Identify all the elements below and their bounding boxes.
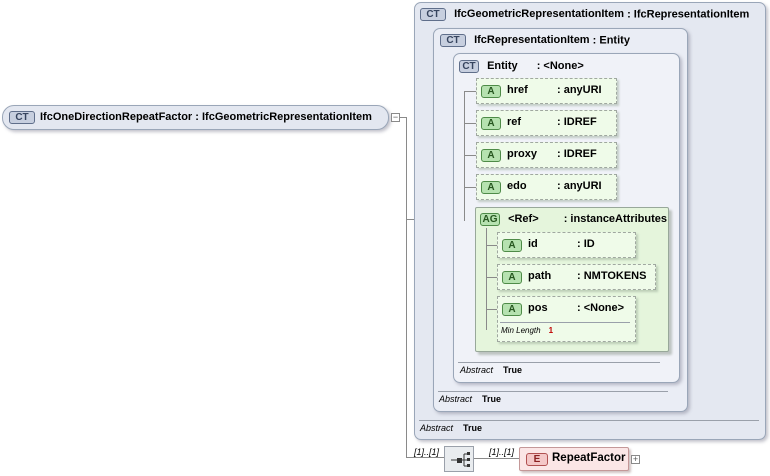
root-type-label: IfcOneDirectionRepeatFactor : IfcGeometr…	[40, 111, 372, 123]
complex-type-icon: CT	[440, 34, 466, 47]
connector-group-id	[486, 245, 497, 246]
attribute-group-name: <Ref>	[508, 213, 539, 226]
abstract-value: True	[463, 423, 483, 433]
ct-outer-title: CT IfcGeometricRepresentationItem : IfcR…	[420, 8, 749, 21]
attribute-proxy[interactable]: A proxy : IDREF	[476, 142, 617, 168]
attribute-group-title: AG <Ref> : instanceAttributes	[480, 213, 667, 226]
attribute-type: : anyURI	[557, 84, 602, 96]
attribute-name: ref	[507, 116, 522, 128]
attribute-type: : ID	[577, 238, 595, 250]
connector-trunk	[406, 117, 407, 458]
complex-type-icon: CT	[459, 60, 479, 73]
attribute-ref[interactable]: A ref : IDREF	[476, 110, 617, 136]
attribute-group-icon: AG	[480, 213, 500, 226]
attribute-href[interactable]: A href : anyURI	[476, 78, 617, 104]
facet-value: 1	[548, 326, 554, 335]
ct-middle-divider	[438, 391, 668, 392]
attribute-icon: A	[481, 85, 501, 98]
ct-middle-abstract: Abstract True	[439, 394, 501, 404]
abstract-value: True	[503, 365, 523, 375]
attribute-path[interactable]: A path : NMTOKENS	[497, 264, 656, 290]
ct-middle-type: : Entity	[592, 34, 630, 47]
attribute-icon: A	[481, 149, 501, 162]
abstract-value: True	[482, 394, 502, 404]
attribute-type: : IDREF	[557, 116, 597, 128]
abstract-label: Abstract	[420, 423, 454, 433]
element-repeat-factor[interactable]: E RepeatFactor	[519, 447, 629, 471]
ct-inner-abstract: Abstract True	[460, 365, 522, 375]
ct-outer-type: : IfcRepresentationItem	[627, 8, 750, 21]
attribute-pos-divider	[500, 322, 630, 323]
facet-label: Min Length	[501, 326, 541, 335]
ct-middle-title: CT IfcRepresentationItem : Entity	[440, 34, 630, 47]
connector-attr-proxy	[464, 155, 476, 156]
connector-attr-trunk	[464, 91, 465, 221]
attribute-type: : IDREF	[557, 148, 597, 160]
attribute-pos[interactable]: A pos : <None> Min Length 1	[497, 296, 636, 342]
ct-inner-name: Entity	[487, 60, 518, 73]
ct-inner-type: : <None>	[536, 60, 584, 73]
attribute-name: path	[528, 270, 552, 282]
sequence-icon	[451, 452, 470, 467]
attribute-icon: A	[481, 181, 501, 194]
sequence-compositor[interactable]	[444, 446, 474, 472]
connector-attr-edo	[464, 187, 476, 188]
attribute-name: pos	[528, 302, 548, 314]
attribute-name: proxy	[507, 148, 537, 160]
attribute-group-type: : instanceAttributes	[563, 213, 667, 226]
abstract-label: Abstract	[439, 394, 473, 404]
attribute-icon: A	[502, 271, 522, 284]
ct-inner-divider	[458, 362, 660, 363]
connector-group-trunk	[486, 228, 487, 330]
ct-outer-name: IfcGeometricRepresentationItem	[454, 8, 624, 21]
attribute-icon: A	[481, 117, 501, 130]
ct-middle-name: IfcRepresentationItem	[474, 34, 590, 47]
attribute-type: : <None>	[577, 302, 625, 314]
attribute-edo[interactable]: A edo : anyURI	[476, 174, 617, 200]
connector-seq-to-element	[474, 458, 519, 459]
min-length-facet: Min Length 1	[501, 326, 553, 335]
element-name: RepeatFactor	[552, 452, 626, 464]
ct-inner-title: CT Entity : <None>	[459, 60, 584, 73]
root-complex-type[interactable]: CT IfcOneDirectionRepeatFactor : IfcGeom…	[2, 105, 389, 130]
element-cardinality: [1]..[1]	[489, 447, 515, 457]
attribute-name: href	[507, 84, 528, 96]
connector-attr-href	[464, 91, 476, 92]
attribute-type: : NMTOKENS	[577, 270, 647, 282]
connector-attr-ref	[464, 123, 476, 124]
ct-outer-divider	[419, 420, 759, 421]
attribute-icon: A	[502, 303, 522, 316]
abstract-label: Abstract	[460, 365, 494, 375]
attribute-type: : anyURI	[557, 180, 602, 192]
connector-to-sequence	[406, 457, 444, 458]
connector-root-out	[399, 117, 407, 118]
attribute-id[interactable]: A id : ID	[497, 232, 636, 258]
sequence-cardinality: [1]..[1]	[414, 447, 440, 457]
connector-group-path	[486, 277, 497, 278]
attribute-name: id	[528, 238, 538, 250]
attribute-name: edo	[507, 180, 527, 192]
collapse-root-icon[interactable]: −	[391, 112, 400, 122]
expand-element-icon[interactable]: +	[631, 454, 640, 464]
complex-type-icon: CT	[9, 111, 35, 124]
attribute-icon: A	[502, 239, 522, 252]
connector-group-pos	[486, 309, 497, 310]
complex-type-icon: CT	[420, 8, 446, 21]
ct-outer-abstract: Abstract True	[420, 423, 482, 433]
element-icon: E	[526, 453, 548, 466]
